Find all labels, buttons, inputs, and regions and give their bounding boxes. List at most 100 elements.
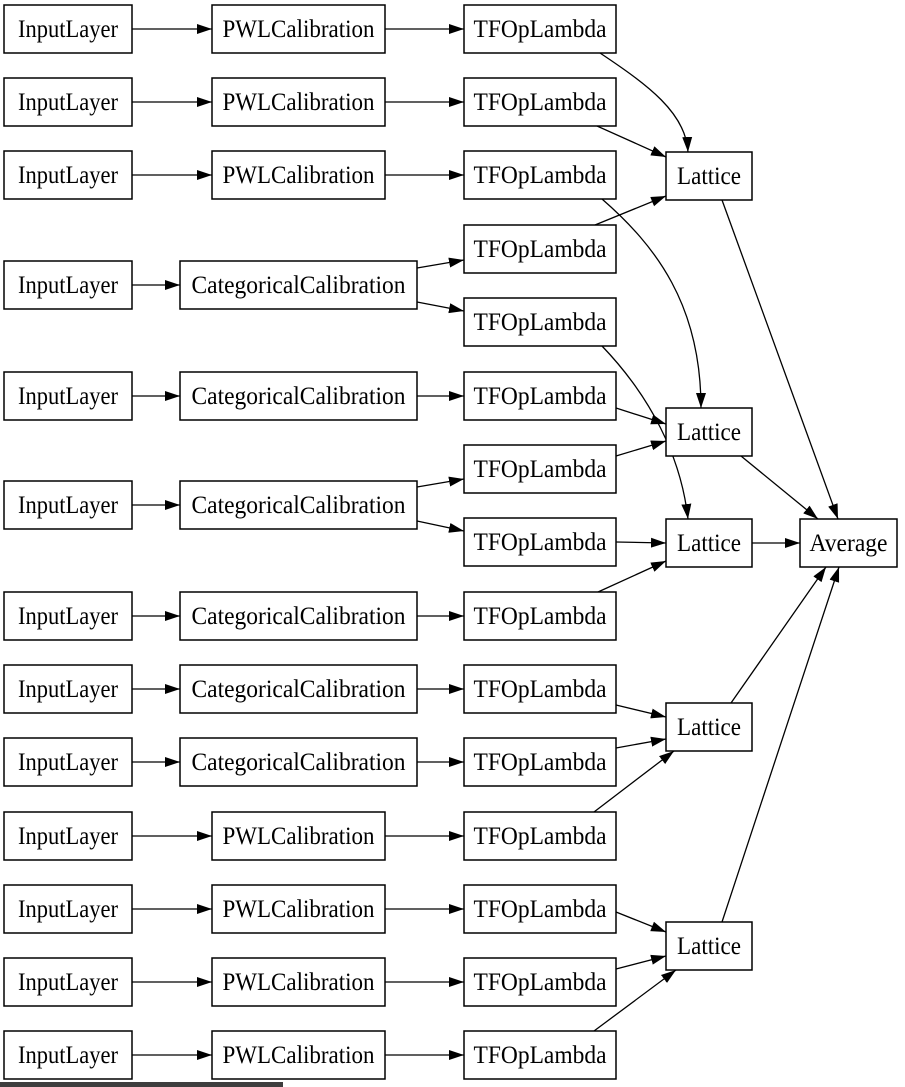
node-lam8: TFOpLambda (463, 517, 617, 567)
edge-lat2-avg (740, 455, 819, 520)
edge-cat3-lam8 (416, 520, 465, 533)
node-box-lam8 (463, 517, 617, 567)
node-il2: InputLayer (3, 77, 133, 127)
node-label-pwl1: PWLCalibration (223, 16, 375, 43)
node-il7: InputLayer (3, 591, 133, 641)
node-label-lam5: TFOpLambda (474, 309, 607, 336)
node-label-cat5: CategoricalCalibration (192, 676, 406, 703)
node-box-lam10 (463, 664, 617, 714)
edge-lam11-lat4 (615, 736, 667, 749)
node-box-pwl4 (211, 811, 386, 861)
node-label-il5: InputLayer (18, 383, 119, 410)
edge-cat1-lam4 (416, 257, 465, 269)
node-box-il13 (3, 1030, 133, 1080)
node-box-lat2 (665, 407, 753, 457)
node-label-il4: InputLayer (18, 272, 119, 299)
node-pwl3: PWLCalibration (211, 150, 386, 200)
node-box-il1 (3, 4, 133, 54)
node-label-pwl7: PWLCalibration (223, 1042, 375, 1069)
edge-lam6-lat2 (615, 407, 667, 425)
node-box-lam7 (463, 444, 617, 494)
node-pwl7: PWLCalibration (211, 1030, 386, 1080)
edge-lam15-lat5 (593, 969, 677, 1032)
node-label-il9: InputLayer (18, 749, 119, 776)
node-cat1: CategoricalCalibration (179, 260, 418, 310)
node-label-pwl2: PWLCalibration (223, 89, 375, 116)
node-lam6: TFOpLambda (463, 371, 617, 421)
node-label-il1: InputLayer (18, 16, 119, 43)
node-label-lam3: TFOpLambda (474, 162, 607, 189)
node-box-pwl5 (211, 884, 386, 934)
node-lat1: Lattice (665, 151, 753, 201)
node-box-lam15 (463, 1030, 617, 1080)
node-label-lam9: TFOpLambda (474, 603, 607, 630)
node-box-il7 (3, 591, 133, 641)
node-box-il5 (3, 371, 133, 421)
node-lat3: Lattice (665, 518, 753, 568)
node-label-lam4: TFOpLambda (474, 236, 607, 263)
node-cat5: CategoricalCalibration (179, 664, 418, 714)
edge-lam13-lat5 (615, 911, 667, 933)
node-label-il3: InputLayer (18, 162, 119, 189)
node-box-cat1 (179, 260, 418, 310)
node-label-cat4: CategoricalCalibration (192, 603, 406, 630)
node-il11: InputLayer (3, 884, 133, 934)
node-label-cat2: CategoricalCalibration (192, 383, 406, 410)
node-box-lam14 (463, 957, 617, 1007)
node-il10: InputLayer (3, 811, 133, 861)
node-label-lam11: TFOpLambda (474, 749, 607, 776)
node-label-lat5: Lattice (677, 933, 741, 960)
node-box-il11 (3, 884, 133, 934)
edge-lat5-avg (721, 566, 840, 923)
node-lat5: Lattice (665, 921, 753, 971)
node-il1: InputLayer (3, 4, 133, 54)
node-lam2: TFOpLambda (463, 77, 617, 127)
node-box-pwl2 (211, 77, 386, 127)
node-label-cat6: CategoricalCalibration (192, 749, 406, 776)
node-lam11: TFOpLambda (463, 737, 617, 787)
node-label-lat1: Lattice (677, 163, 741, 190)
node-box-lam5 (463, 297, 617, 347)
node-cat6: CategoricalCalibration (179, 737, 418, 787)
node-lam12: TFOpLambda (463, 811, 617, 861)
node-box-lam13 (463, 884, 617, 934)
node-box-lam11 (463, 737, 617, 787)
node-il13: InputLayer (3, 1030, 133, 1080)
node-lam7: TFOpLambda (463, 444, 617, 494)
node-il8: InputLayer (3, 664, 133, 714)
node-label-lat2: Lattice (677, 419, 741, 446)
node-il12: InputLayer (3, 957, 133, 1007)
edge-lat1-avg (721, 199, 839, 520)
node-label-lam1: TFOpLambda (474, 16, 607, 43)
node-box-lam1 (463, 4, 617, 54)
node-box-lam6 (463, 371, 617, 421)
node-lat4: Lattice (665, 702, 753, 752)
node-box-lam3 (463, 150, 617, 200)
node-box-lat5 (665, 921, 753, 971)
edge-lat4-avg (730, 566, 827, 704)
edge-lam9-lat3 (597, 560, 667, 593)
node-box-cat5 (179, 664, 418, 714)
node-box-pwl7 (211, 1030, 386, 1080)
node-label-lam6: TFOpLambda (474, 383, 607, 410)
node-label-cat3: CategoricalCalibration (192, 492, 406, 519)
edge-lam12-lat4 (593, 750, 675, 813)
node-label-lam7: TFOpLambda (474, 456, 607, 483)
edge-lam8-lat3 (615, 537, 667, 548)
node-box-il9 (3, 737, 133, 787)
node-box-il12 (3, 957, 133, 1007)
node-pwl1: PWLCalibration (211, 4, 386, 54)
edge-lam4-lat1 (594, 195, 667, 226)
edge-cat1-lam5 (416, 301, 465, 314)
node-lam9: TFOpLambda (463, 591, 617, 641)
node-label-lam12: TFOpLambda (474, 823, 607, 850)
node-lam15: TFOpLambda (463, 1030, 617, 1080)
node-box-cat6 (179, 737, 418, 787)
node-box-il6 (3, 480, 133, 530)
node-label-lam10: TFOpLambda (474, 676, 607, 703)
node-box-cat3 (179, 480, 418, 530)
bottom-clipped-bar (0, 1082, 283, 1087)
node-box-lam2 (463, 77, 617, 127)
node-lam14: TFOpLambda (463, 957, 617, 1007)
